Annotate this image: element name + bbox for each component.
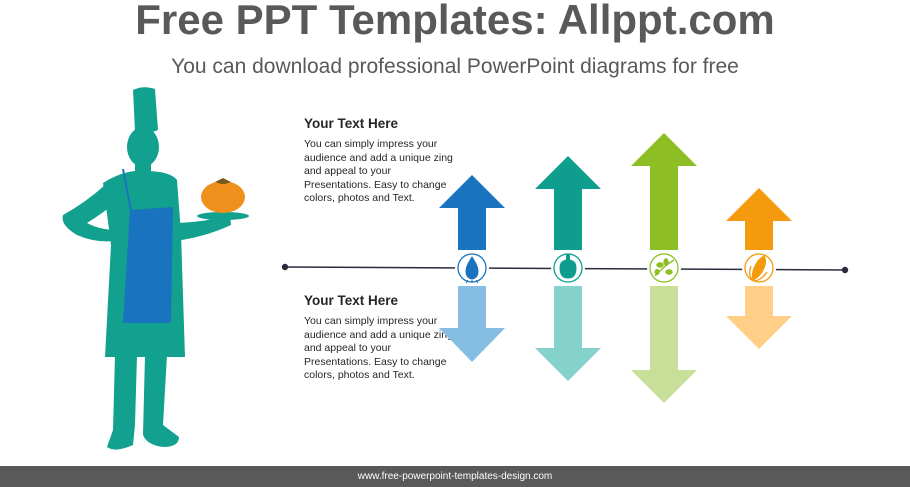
arrow-up-2: [535, 156, 601, 250]
pepper-icon: [559, 254, 577, 279]
double-arrow-1: [439, 175, 505, 362]
chef-silhouette-illustration: [62, 87, 249, 450]
double-arrow-2: [535, 156, 601, 381]
arrow-down-1: [439, 286, 505, 362]
footer-url: www.free-powerpoint-templates-design.com: [357, 471, 553, 482]
onion-icon: [465, 256, 479, 284]
apron-strap: [122, 168, 132, 212]
text-block-heading: Your Text Here: [304, 293, 399, 308]
arrow-down-2: [535, 286, 601, 381]
footer-bar: www.free-powerpoint-templates-design.com: [0, 466, 910, 487]
plate: [197, 212, 249, 220]
page-title: Free PPT Templates: Allppt.com: [135, 0, 775, 43]
page-subtitle: You can download professional PowerPoint…: [171, 55, 739, 78]
double-arrow-3: [631, 133, 697, 403]
double-arrow-4: [726, 188, 792, 349]
text-block-bottom: Your Text Here You can simply impress yo…: [304, 293, 454, 383]
chef-apron: [123, 207, 173, 323]
text-block-top: Your Text Here You can simply impress yo…: [304, 116, 454, 206]
timeline-end-dot: [841, 266, 849, 274]
text-block-heading: Your Text Here: [304, 116, 399, 131]
arrow-down-4: [726, 286, 792, 349]
arrow-up-3: [631, 133, 697, 250]
corn-icon: [749, 255, 768, 282]
olive-branch-icon: [654, 258, 675, 277]
arrow-down-3: [631, 286, 697, 403]
tomato-icon: [201, 178, 245, 213]
text-block-body: You can simply impress your audience and…: [304, 138, 453, 205]
arrow-up-1: [439, 175, 505, 250]
text-block-body: You can simply impress your audience and…: [304, 315, 453, 382]
timeline-start-dot: [281, 263, 289, 271]
arrow-up-4: [726, 188, 792, 250]
